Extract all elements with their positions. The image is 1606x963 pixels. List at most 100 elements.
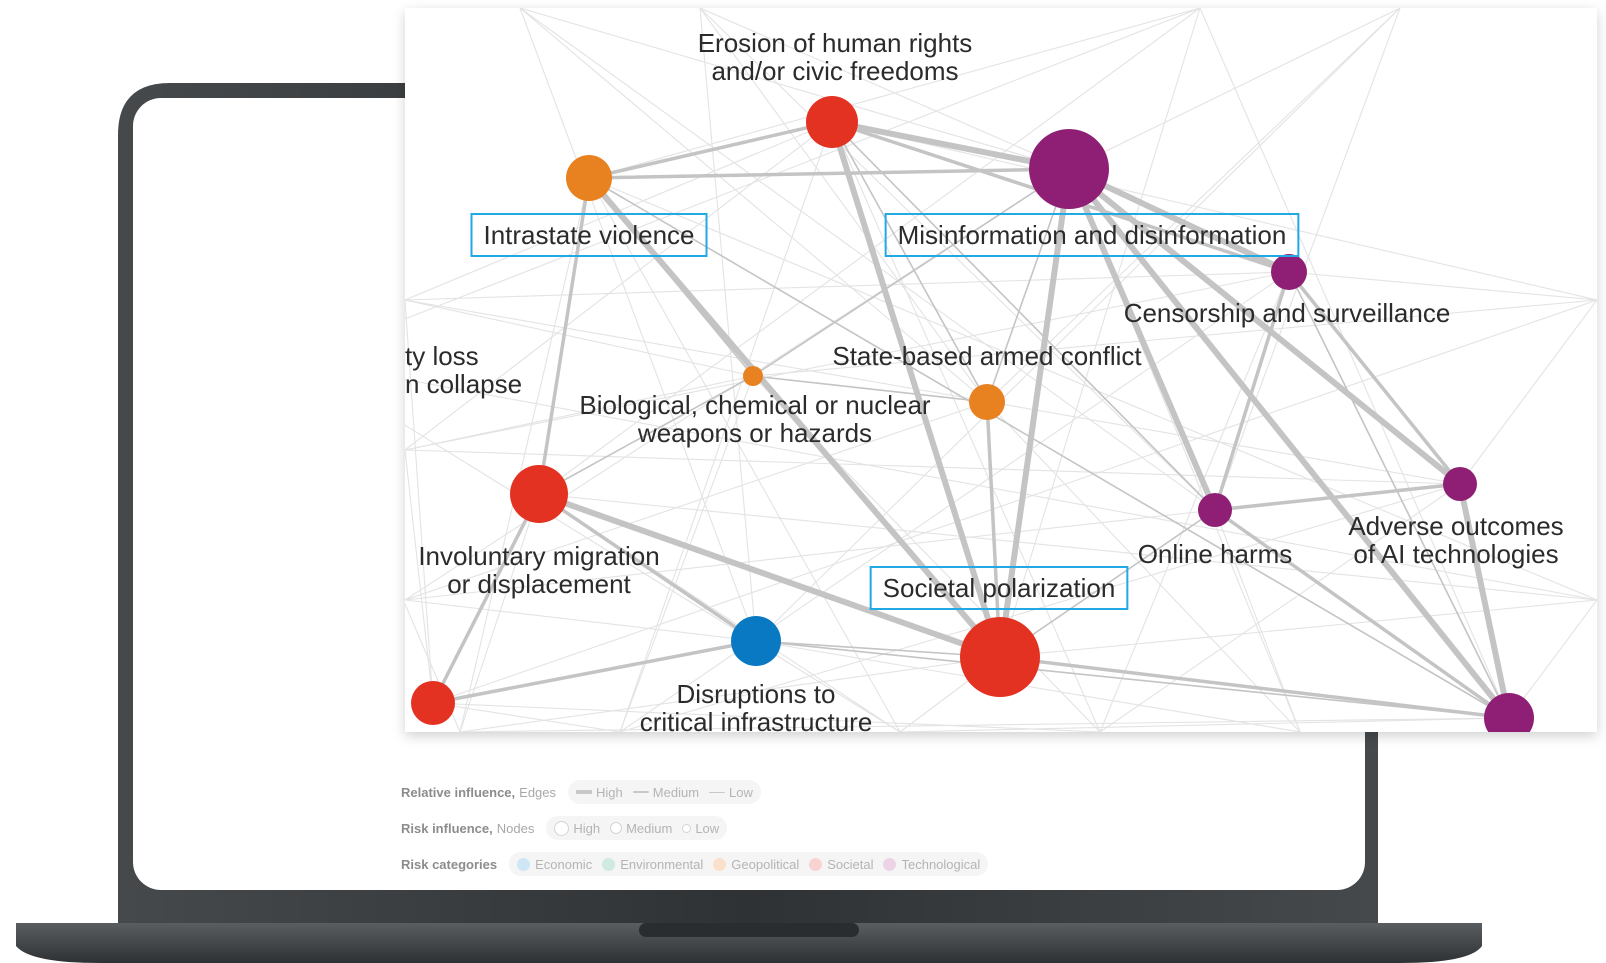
edge-misinfo-bottomtech [1066,166,1512,721]
background-edge-18 [432,702,621,732]
legend-cat-societal: Societal [809,857,873,872]
edge-bio-statearmed [752,375,988,403]
label-intrastate-line-0: Intrastate violence [483,220,694,250]
legend-categories-pill: Economic Environmental Geopolitical Soci… [509,852,989,876]
node-bio [743,366,763,386]
highlight-box-intrastate [470,213,708,257]
edge-medium-swatch [632,791,649,793]
edge-misinfo-polarization [997,166,1072,660]
legend-cat-environmental: Environmental [602,857,703,872]
highlight-box-polarization [869,566,1129,610]
legend-categories-title: Risk categories [401,856,498,872]
legend-nodes-title: Risk influence, [401,820,493,836]
legend-cat-societal-label: Societal [827,856,874,872]
edge-censorship-bottomtech [1288,271,1510,719]
background-edge-61 [519,8,1070,170]
background-edge-15 [619,271,1290,732]
legend-node-low-label: Low [695,820,720,836]
background-edge-19 [699,8,1070,170]
background-edge-20 [699,8,988,403]
label-group-misinfo: Misinformation and disinformation [884,213,1300,257]
legend-cat-geopolitical-label: Geopolitical [731,856,800,872]
node-leftred [411,681,455,725]
label-migration-line-0: Involuntary migration [418,541,659,571]
background-edge-4 [405,299,434,704]
legend-node-medium: Medium [610,821,672,836]
legend-cat-technological-label: Technological [901,856,981,872]
edge-intrastate-polarization [586,175,1003,660]
edge-high-swatch [576,790,593,794]
edge-erosion-misinfo [829,119,1072,172]
node-high-swatch [554,820,570,836]
edge-polarization-bottomtech [998,655,1511,720]
legend: Relative influence, Edges High Medium Lo… [401,780,1201,880]
edge-bio-intrastate [588,177,754,377]
label-group-onlineharms: Online harms [1138,539,1293,569]
edge-migration-bio [538,375,754,495]
legend-nodes-pill: High Medium Low [546,816,728,840]
legend-cat-technological: Technological [883,857,980,872]
background-edge-27 [899,717,1510,732]
background-edge-60 [405,449,434,704]
label-statearmed: State-based armed conflict [832,341,1142,371]
legend-edge-high-label: High [596,784,623,800]
background-edge-13 [459,717,1510,732]
label-migration-line-1: or displacement [447,569,631,599]
legend-edges-title: Relative influence, [401,784,516,800]
edge-intrastate-misinfo [587,167,1071,180]
label-intrastate: Intrastate violence [483,220,694,250]
background-edge-62 [519,8,988,403]
societal-swatch [809,857,823,871]
node-bottomtech [1484,693,1534,732]
legend-cat-economic-label: Economic [535,856,593,872]
node-intrastate [566,155,612,201]
edge-polarization-onlineharms [999,509,1216,658]
background-edge-23 [588,177,901,732]
background-edge-24 [405,424,901,732]
background-edge-55 [1199,8,1510,719]
background-edge-9 [459,177,590,732]
edge-infra-polarization [755,640,1001,658]
label-erosion-line-0: Erosion of human rights [698,28,973,58]
node-low-swatch [682,823,692,833]
background-edge-22 [699,8,757,642]
label-group-statearmed: State-based armed conflict [832,341,1142,371]
legend-edges-pill: High Medium Low [568,780,761,804]
legend-categories-row: Risk categories Economic Environmental G… [401,852,989,876]
edge-onlineharms-bottomtech [1213,508,1511,720]
edge-leftred-migration [431,492,541,705]
environmental-swatch [602,857,616,871]
background-edge-48 [986,8,1401,403]
edge-bio-misinfo [752,168,1070,377]
laptop-base [16,923,1482,963]
legend-cat-environmental-label: Environmental [620,856,704,872]
economic-swatch [517,857,531,871]
legend-nodes-row: Risk influence, Nodes High Medium Low [401,816,728,840]
edge-misinfo-ai [1066,166,1463,487]
edge-polarization-statearmed [985,400,1002,659]
label-onlineharms: Online harms [1138,539,1293,569]
background-edge-31 [1099,483,1461,732]
label-bio-line-0: Biological, chemical or nuclear [579,390,931,420]
legend-node-medium-label: Medium [626,820,673,836]
edge-intrastate-bottomtech [588,177,1510,719]
edge-censorship-ai [1287,270,1462,486]
label-bio-line-1: weapons or hazards [637,418,872,448]
legend-edge-medium-label: Medium [652,784,700,800]
background-edge-14 [619,121,833,732]
background-edge-54 [999,8,1201,658]
highlight-box-misinfo [884,213,1300,257]
legend-nodes-subtitle: Nodes [496,820,535,836]
background-edge-46 [432,299,1597,704]
background-edge-39 [538,493,1597,601]
